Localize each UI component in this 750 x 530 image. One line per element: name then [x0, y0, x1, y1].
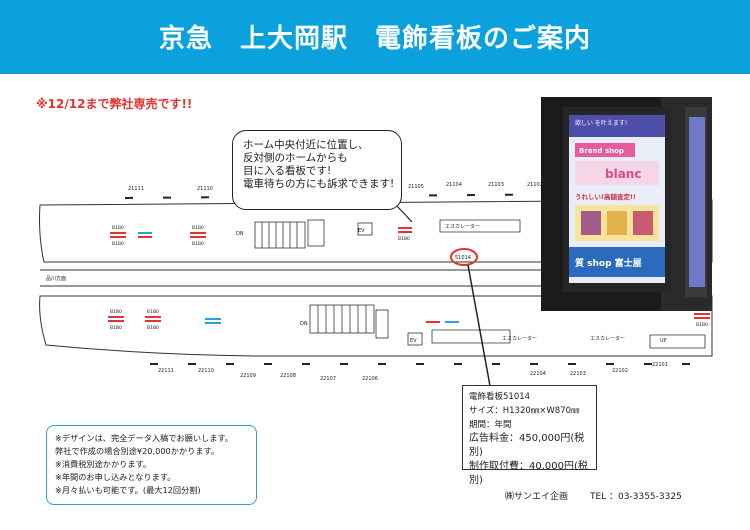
sign-label: B1B0 [110, 325, 122, 331]
direction-label: 品川方面 [46, 275, 66, 282]
sign-info-box: 電飾看板51014 サイズ：H1320㎜×W870㎜ 期間：年間 広告料金：45… [462, 385, 597, 486]
map-number: 21104 [446, 182, 462, 188]
sign-label: B1B0 [147, 309, 159, 315]
map-number: 22109 [240, 373, 256, 379]
escalator-label: エスカレーター [590, 335, 625, 342]
note-line: ※消費税別途かかります。 [55, 459, 152, 469]
map-number: 21111 [128, 186, 144, 192]
note-line: 弊社で作成の場合別途¥20,000かかります。 [55, 446, 220, 456]
info-period: 期間：年間 [469, 420, 512, 430]
photo-top-text: 欲しい を叶えます! [575, 119, 627, 127]
dn-label: DN [300, 321, 308, 327]
map-number: 22108 [280, 373, 296, 379]
up-label: UP [660, 338, 667, 344]
map-number: 21102 [527, 182, 543, 188]
map-number: 21105 [408, 184, 424, 190]
ev-label: EV [358, 228, 365, 234]
dn-label: DN [236, 231, 244, 237]
sign-label: B1B0 [147, 325, 159, 331]
photo-brand: blanc [605, 167, 641, 181]
info-ad-fee: 広告料金：450,000円(税別) [469, 433, 585, 458]
phone-number: TEL ：03-3355-3325 [590, 492, 682, 502]
info-size: サイズ：H1320㎜×W870㎜ [469, 406, 580, 416]
bubble-line: 反対側のホームからも [243, 152, 348, 164]
escalator-label: エスカレーター [445, 223, 480, 230]
info-title: 電飾看板51014 [469, 392, 531, 402]
map-number: 22106 [362, 376, 378, 382]
page-title: 京急 上大岡駅 電飾看板のご案内 [158, 24, 591, 54]
info-production-fee: 制作取付費：40,000円(税別) [469, 461, 588, 486]
sign-label: B1B0 [112, 225, 124, 231]
sign-label: B1B0 [110, 309, 122, 315]
map-number: 21110 [197, 186, 213, 192]
photo-bottom: 質 shop 富士屋 [575, 257, 642, 269]
highlight-code: 51014 [455, 255, 471, 261]
callout-bubble: ホーム中央付近に位置し、 反対側のホームからも 目に入る看板です! 電車待ちの方… [232, 130, 402, 210]
bubble-line: ホーム中央付近に位置し、 [243, 139, 369, 151]
sign-label: B1B0 [112, 241, 124, 247]
note-line: ※年間のお申し込みとなります。 [55, 472, 176, 482]
map-number: 22107 [320, 376, 336, 382]
map-number: 22103 [570, 371, 586, 377]
sign-photo: 欲しい を叶えます! Brand shop blanc うれしい!高額査定!! … [541, 97, 712, 311]
note-line: ※月々払いも可能です。(最大12回分割) [55, 485, 201, 495]
map-number: 22102 [612, 368, 628, 374]
map-number: 22101 [652, 362, 668, 368]
map-number: 22104 [530, 371, 546, 377]
sign-label: B1B0 [192, 241, 204, 247]
photo-tagline: うれしい!高額査定!! [575, 192, 636, 201]
note-line: ※デザインは、完全データ入稿でお願いします。 [55, 433, 233, 443]
bubble-line: 目に入る看板です! [243, 165, 332, 177]
sign-label: B1B0 [398, 236, 410, 242]
ev-label: EV [410, 338, 417, 344]
escalator-label: エスカレーター [502, 335, 537, 342]
bubble-line: 電車待ちの方にも訴求できます! [243, 178, 395, 190]
photo-shop-name: Brand shop [579, 147, 624, 155]
sign-label: B1B0 [192, 225, 204, 231]
map-number: 22110 [198, 368, 214, 374]
map-number: 22111 [158, 368, 174, 374]
map-number: 21103 [488, 182, 504, 188]
header-banner: 京急 上大岡駅 電飾看板のご案内 [0, 0, 750, 74]
company-name: ㈱サンエイ企画 [505, 492, 569, 502]
sign-label: B1B0 [696, 322, 708, 328]
notes-box: ※デザインは、完全データ入稿でお願いします。 弊社で作成の場合別途¥20,000… [46, 425, 257, 505]
exclusive-notice: ※12/12まで弊社専売です!! [36, 97, 193, 111]
